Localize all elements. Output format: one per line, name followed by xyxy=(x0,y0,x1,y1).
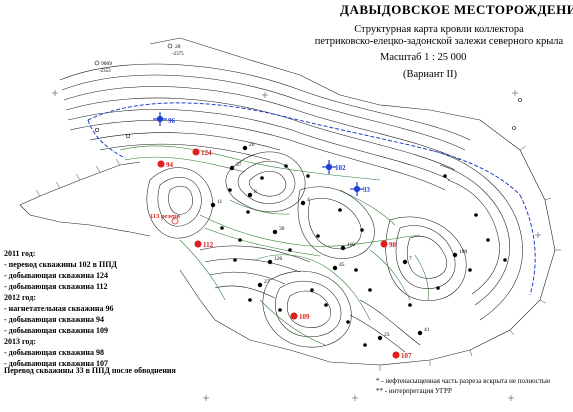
svg-text:7: 7 xyxy=(409,256,412,262)
well-94[interactable]: 94 xyxy=(157,160,174,170)
svg-text:94: 94 xyxy=(166,161,174,169)
well-96[interactable]: 96 xyxy=(153,112,176,126)
svg-text:37: 37 xyxy=(236,162,242,168)
existing-well[interactable]: 30 xyxy=(272,226,285,235)
existing-wells: 20 37 8 11 30 4 110 45 126 27 7 100 41 2… xyxy=(210,142,507,347)
svg-text:102: 102 xyxy=(335,164,346,172)
plan-line: - добывающая скважина 107 xyxy=(4,359,108,368)
footnote-2: ** - интерпретация УГРР xyxy=(376,387,452,395)
plan-line: - добывающая скважина 124 xyxy=(4,271,108,280)
plan-line: - нагнетательная скважина 96 xyxy=(4,304,114,313)
svg-text:100: 100 xyxy=(459,249,468,255)
well-109[interactable]: 109 xyxy=(290,312,311,322)
svg-text:9009: 9009 xyxy=(101,61,112,67)
existing-well[interactable]: 8 xyxy=(247,189,257,198)
contour-lines-black xyxy=(59,63,523,353)
plan-line: 2011 год: xyxy=(4,249,36,258)
injection-wells: 96 102 33 xyxy=(153,112,371,196)
existing-well[interactable]: 7 xyxy=(402,256,412,265)
svg-text:112: 112 xyxy=(203,241,214,249)
svg-text:20: 20 xyxy=(249,142,255,148)
plan-line: - добывающая скважина 98 xyxy=(4,348,104,357)
subtitle-line-1: Структурная карта кровли коллектора xyxy=(354,24,524,35)
existing-well[interactable]: 100 xyxy=(452,249,468,258)
well-28[interactable]: 28 -2375 xyxy=(167,43,184,57)
map-variant: (Вариант II) xyxy=(403,69,458,80)
svg-text:4: 4 xyxy=(307,197,310,203)
svg-text:110: 110 xyxy=(347,242,355,248)
existing-well[interactable]: 27 xyxy=(257,279,270,288)
well-107[interactable]: 107 xyxy=(392,351,413,361)
svg-text:-2375: -2375 xyxy=(172,52,184,57)
well-33[interactable]: 33 xyxy=(350,182,371,196)
existing-well[interactable]: 11 xyxy=(210,199,223,208)
svg-text:126: 126 xyxy=(274,256,283,262)
svg-text:11: 11 xyxy=(217,199,223,205)
plan-line: - добывающая скважина 109 xyxy=(4,326,108,335)
well-102[interactable]: 102 xyxy=(322,160,346,174)
existing-well[interactable]: 41 xyxy=(417,327,430,336)
svg-text:27: 27 xyxy=(264,279,270,285)
plan-line: - добывающая скважина 94 xyxy=(4,315,104,324)
svg-text:8: 8 xyxy=(254,189,257,195)
map-scale: Масштаб 1 : 25 000 xyxy=(380,52,467,63)
svg-text:33: 33 xyxy=(363,186,371,194)
planned-production-wells: 94 124 112 109 98 107 xyxy=(157,148,413,361)
well-9009[interactable]: 9009 -2353 xyxy=(94,60,112,74)
footnote-1: * - нефтенасыщенная часть разреза вскрыт… xyxy=(376,377,551,385)
existing-well[interactable]: 37 xyxy=(229,162,242,171)
svg-text:113 резерв: 113 резерв xyxy=(150,213,181,220)
existing-well[interactable]: 20 xyxy=(242,142,255,151)
plan-line: 2013 год: xyxy=(4,337,36,346)
svg-text:23: 23 xyxy=(384,332,390,338)
svg-text:107: 107 xyxy=(401,352,412,360)
svg-text:28: 28 xyxy=(175,44,181,50)
existing-well[interactable]: 126 xyxy=(267,256,283,265)
oil-contour-boundary xyxy=(87,102,536,296)
plan-line: - добывающая скважина 112 xyxy=(4,282,108,291)
footnotes: * - нефтенасыщенная часть разреза вскрыт… xyxy=(376,376,550,396)
subtitle-line-2: петриковско-елецко-задонской залежи севе… xyxy=(314,36,564,47)
existing-well[interactable]: 45 xyxy=(332,262,345,271)
plan-line: - перевод скважины 102 в ППД xyxy=(4,260,117,269)
well-124[interactable]: 124 xyxy=(192,148,213,158)
transfer-note: Перевод скважины 33 в ППД после обводнен… xyxy=(4,366,176,375)
well-112[interactable]: 112 xyxy=(194,240,214,250)
well-113-reserve[interactable]: 113 резерв xyxy=(150,213,181,225)
svg-text:98: 98 xyxy=(389,241,397,249)
svg-text:124: 124 xyxy=(201,149,212,157)
svg-text:109: 109 xyxy=(299,313,310,321)
isolated-wells: 28 -2375 9009 -2353 xyxy=(94,43,522,139)
map-subtitle: Структурная карта кровли коллектора петр… xyxy=(308,24,570,48)
plan-line: 2012 год: xyxy=(4,293,36,302)
border-hatching xyxy=(35,145,561,371)
svg-text:45: 45 xyxy=(339,262,345,268)
existing-well[interactable]: 4 xyxy=(300,197,310,206)
svg-text:30: 30 xyxy=(279,226,285,232)
existing-well[interactable]: 23 xyxy=(377,332,390,341)
svg-text:41: 41 xyxy=(424,327,430,333)
svg-text:96: 96 xyxy=(168,117,176,125)
well-plan: 2011 год: - перевод скважины 102 в ППД -… xyxy=(4,248,204,369)
svg-text:-2353: -2353 xyxy=(99,69,111,74)
grid-crosses xyxy=(52,90,541,401)
existing-well[interactable]: 110 xyxy=(340,242,355,251)
map-title: ДАВЫДОВСКОЕ МЕСТОРОЖДЕНИЕ xyxy=(340,2,573,17)
contour-lines-green xyxy=(119,145,429,346)
well-98[interactable]: 98 xyxy=(380,240,397,250)
